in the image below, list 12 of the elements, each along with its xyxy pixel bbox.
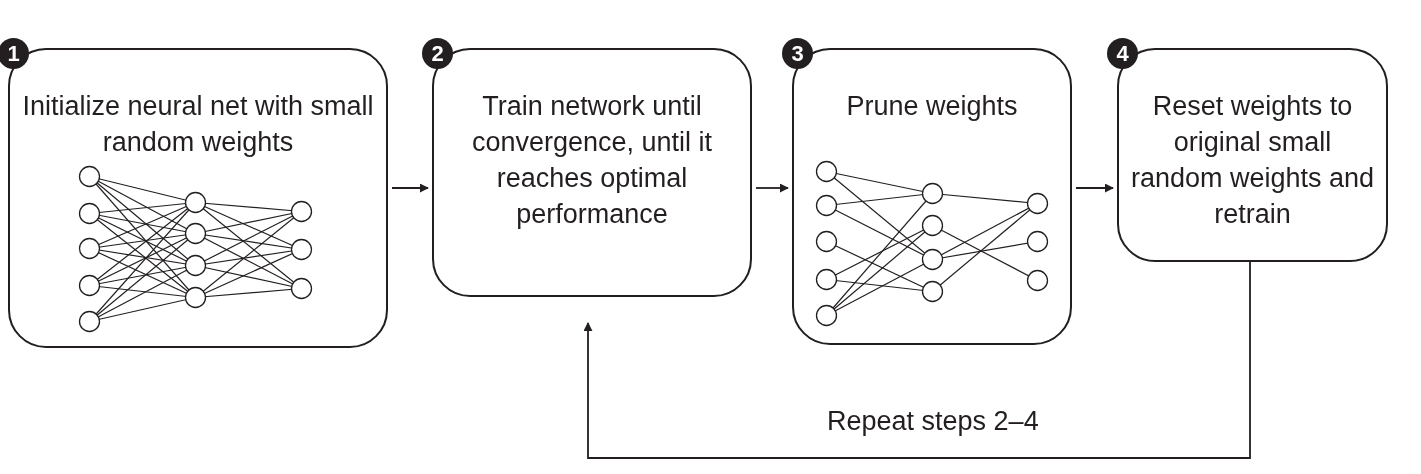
arrow bbox=[391, 183, 429, 193]
step-text: Initialize neural net with small random weights bbox=[21, 90, 375, 159]
arrow bbox=[1075, 183, 1114, 193]
step-text: Train network until convergence, until it reaches optimal performance bbox=[470, 90, 714, 231]
step-text: Reset weights to original small random weights and retrain bbox=[1129, 90, 1376, 231]
arrow bbox=[583, 261, 1251, 459]
arrow bbox=[755, 183, 789, 193]
step-number-badge: 2 bbox=[422, 38, 453, 69]
step-number-badge: 4 bbox=[1107, 38, 1138, 69]
step-number-badge: 1 bbox=[0, 38, 29, 69]
step-number-badge: 3 bbox=[782, 38, 813, 69]
step-text: Prune weights bbox=[845, 90, 1019, 123]
